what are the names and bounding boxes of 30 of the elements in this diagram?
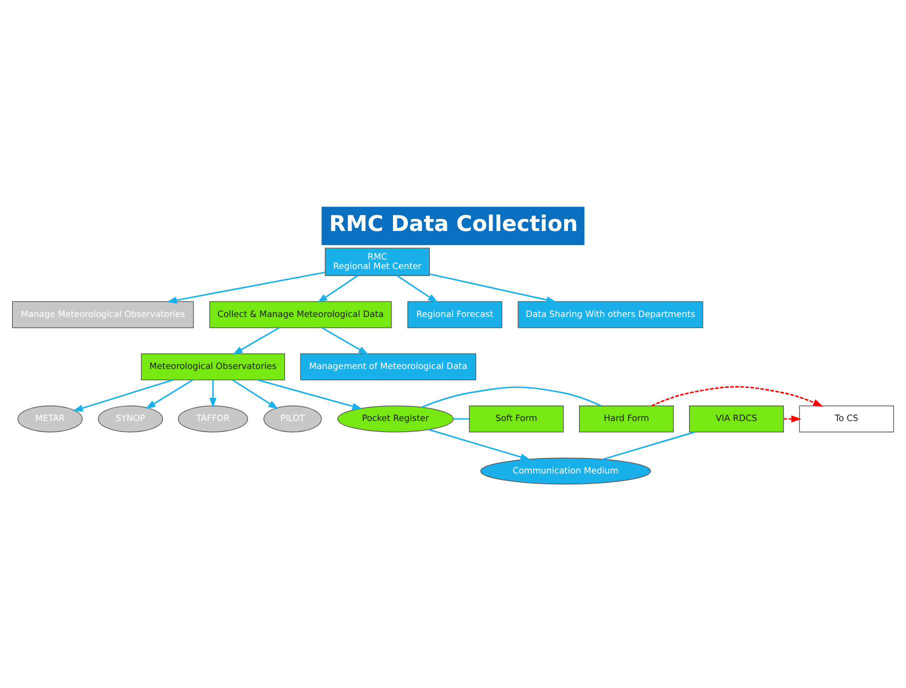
arrow xyxy=(72,379,174,412)
node-box: Management of Meteorological Data xyxy=(300,353,476,380)
arrow xyxy=(257,379,362,410)
arrow xyxy=(317,275,358,303)
node-box: RMC Regional Met Center xyxy=(324,248,430,276)
node-box: Soft Form xyxy=(468,406,564,432)
connector xyxy=(453,418,470,420)
arrow xyxy=(322,327,369,355)
arrow xyxy=(396,275,438,303)
node-box: Meteorological Observatories xyxy=(140,353,286,380)
node-ellipse: Pocket Register xyxy=(337,406,454,432)
node-ellipse: Communication Medium xyxy=(480,458,651,484)
arrow xyxy=(166,272,326,304)
node-box: Regional Forecast xyxy=(407,301,502,328)
arrow xyxy=(232,379,278,410)
arrow xyxy=(209,380,217,408)
arrow xyxy=(784,415,802,422)
diagram-title: RMC Data Collection xyxy=(329,212,578,238)
arrow xyxy=(145,379,194,409)
node-box: Hard Form xyxy=(578,406,674,432)
arrow xyxy=(428,428,531,460)
node-box: Data Sharing With others Departments xyxy=(518,301,704,328)
node-box: Collect & Manage Meteorological Data xyxy=(209,301,392,328)
arrow xyxy=(232,327,280,355)
node-box: VIA RDCS xyxy=(689,406,784,432)
arrow xyxy=(430,273,557,304)
arrow xyxy=(651,386,824,407)
connector xyxy=(421,386,602,408)
connector xyxy=(602,431,696,460)
node-box: To CS xyxy=(799,406,894,432)
